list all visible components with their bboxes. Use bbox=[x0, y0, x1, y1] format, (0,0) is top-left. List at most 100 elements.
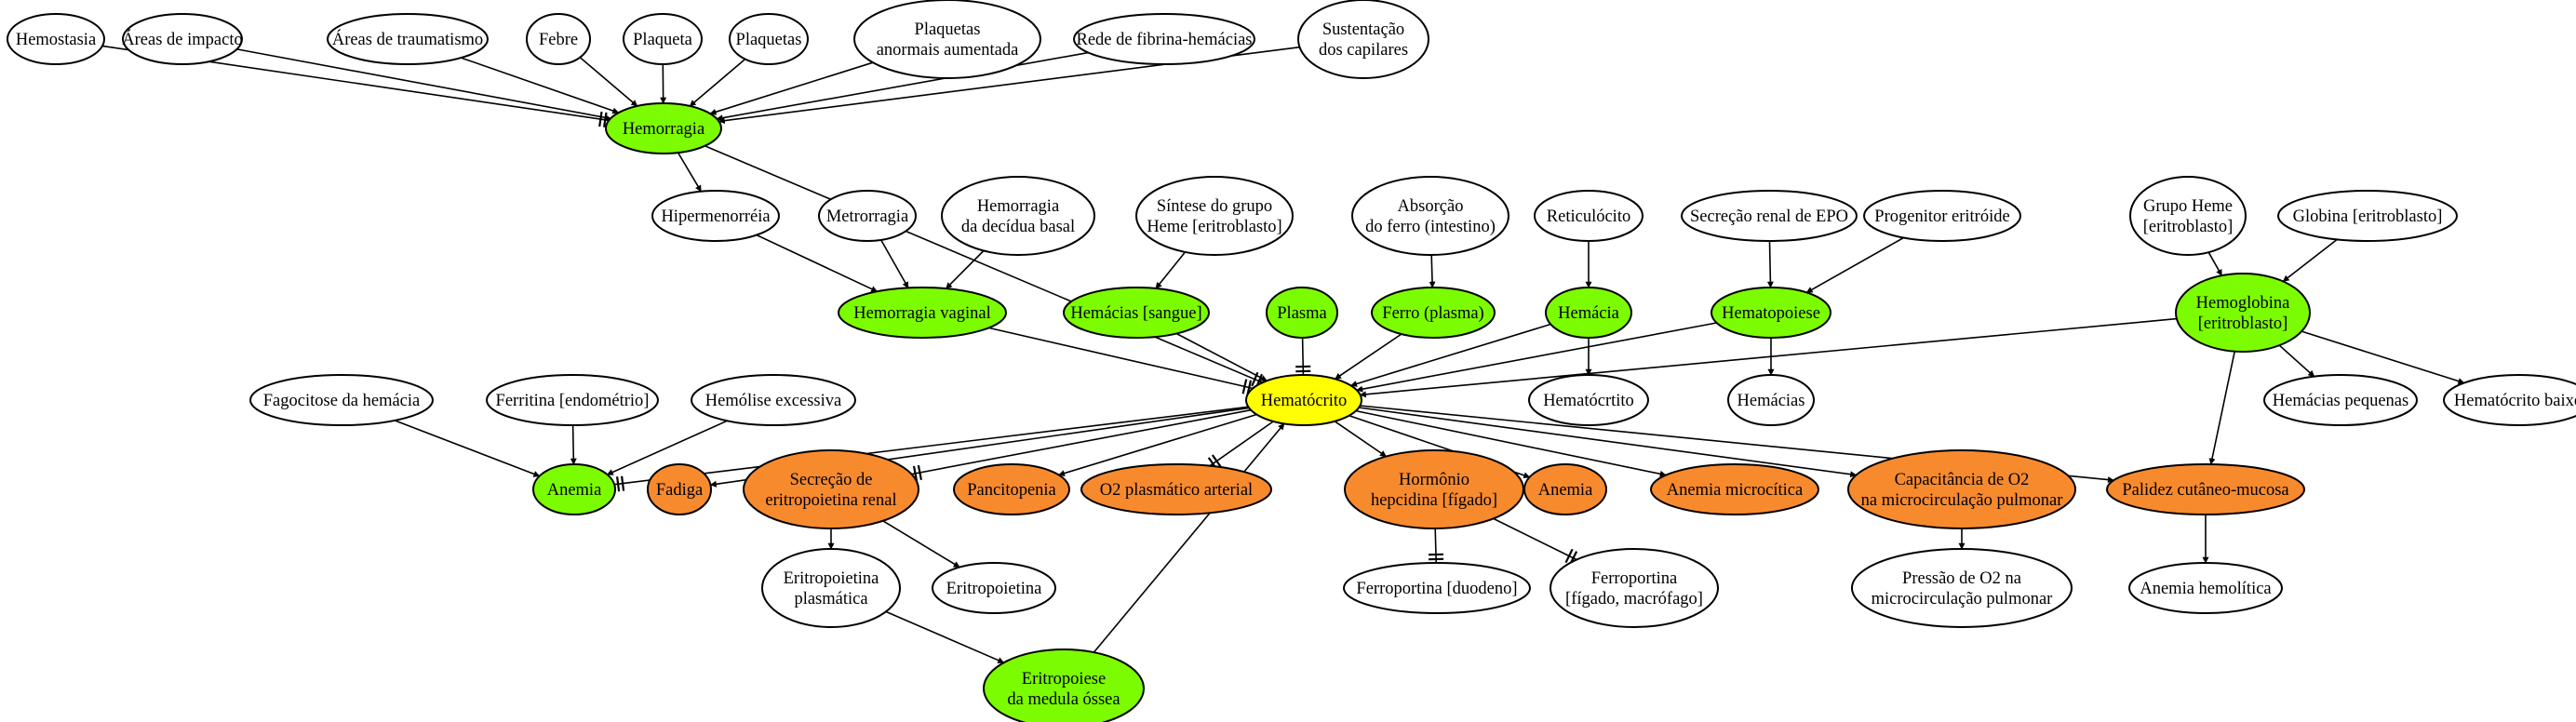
edge-line bbox=[606, 420, 728, 475]
node-label: Hematócrtito bbox=[1543, 392, 1634, 410]
edge-areas_trauma-to-hemorragia bbox=[461, 57, 620, 114]
node-shape bbox=[983, 648, 1145, 722]
node-hemostasia: Hemostasia bbox=[7, 13, 105, 65]
edge-line bbox=[579, 57, 638, 107]
edge-absorcao_ferro-to-ferro_plasma bbox=[1429, 254, 1436, 288]
node-shape bbox=[1371, 287, 1496, 339]
node-shape bbox=[2128, 562, 2283, 614]
edge-sintese_heme-to-hemacias_sangue bbox=[1155, 251, 1187, 289]
node-hemorragia: Hemorragia bbox=[605, 102, 722, 154]
node-shape bbox=[1863, 190, 2021, 242]
node-shape bbox=[1297, 0, 1429, 79]
inhibition-marker bbox=[1241, 379, 1248, 394]
edge-line bbox=[709, 61, 874, 115]
node-label: Eritropoietina bbox=[784, 569, 879, 588]
node-label: [fígado, macrófago] bbox=[1565, 590, 1703, 608]
edge-line bbox=[880, 239, 909, 289]
node-shape bbox=[761, 548, 901, 628]
node-shape bbox=[932, 562, 1056, 614]
edge-line bbox=[2207, 251, 2223, 276]
node-hematocrtito: Hematócrtito bbox=[1528, 374, 1649, 426]
edge-hemoglobina-to-hemacias_peq bbox=[2278, 344, 2315, 378]
node-globina: Globina [eritroblasto] bbox=[2277, 190, 2458, 242]
edge-globina-to-hemoglobina bbox=[2282, 238, 2338, 283]
node-label: Anemia microcítica bbox=[1667, 481, 1803, 500]
node-ferroportina_duod: Ferroportina [duodeno] bbox=[1343, 562, 1531, 614]
edge-line bbox=[1334, 421, 1387, 458]
node-ferritina: Ferritina [endométrio] bbox=[486, 374, 659, 426]
edge-line bbox=[394, 420, 541, 477]
node-label: Fagocitose da hemácia bbox=[263, 392, 421, 410]
edge-hipermenorreia-to-hem_vaginal bbox=[756, 234, 879, 293]
node-label: Globina [eritroblasto] bbox=[2293, 207, 2443, 226]
edge-line bbox=[1359, 407, 1858, 478]
node-shape bbox=[743, 449, 919, 529]
node-label: Ferroportina [duodeno] bbox=[1356, 580, 1517, 598]
edge-line bbox=[461, 57, 620, 114]
node-shape bbox=[327, 13, 489, 65]
edge-line bbox=[1209, 421, 1274, 467]
edge-ferro_plasma-to-hematocrito bbox=[1335, 333, 1402, 380]
node-ferro_plasma: Ferro (plasma) bbox=[1371, 287, 1496, 339]
node-shape bbox=[7, 13, 105, 65]
edge-line bbox=[2278, 344, 2315, 378]
edge-line bbox=[756, 234, 879, 293]
node-shape bbox=[818, 190, 917, 242]
node-label: Febre bbox=[539, 31, 578, 49]
node-hematocrito: Hematócrito bbox=[1245, 374, 1362, 426]
node-hematocrito_baixo: Hematócrito baixo bbox=[2443, 374, 2576, 426]
edge-line bbox=[1335, 333, 1402, 380]
node-shape bbox=[1344, 449, 1524, 529]
edge-line bbox=[704, 145, 1263, 383]
node-label: Hemácias pequenas bbox=[2273, 392, 2408, 410]
node-label: Palidez cutâneo-mucosa bbox=[2122, 481, 2288, 500]
edge-plasma-to-hematocrito bbox=[1295, 337, 1311, 376]
edge-secrecao_epo-to-hematopoiese bbox=[1766, 240, 1774, 288]
node-palidez: Palidez cutâneo-mucosa bbox=[2106, 463, 2305, 515]
node-shape bbox=[2129, 176, 2247, 256]
edge-eritro_plasmatica-to-eritropoiese_medula bbox=[885, 610, 1005, 663]
node-label: Hemoglobina bbox=[2196, 294, 2290, 313]
node-label: Hemácia bbox=[1558, 304, 1619, 323]
node-label: hepcidina [fígado] bbox=[1371, 491, 1497, 510]
node-shape bbox=[729, 13, 809, 65]
node-febre: Febre bbox=[526, 13, 591, 65]
node-label: Ferritina [endométrio] bbox=[496, 392, 650, 410]
node-label: Ferro (plasma) bbox=[1382, 304, 1483, 323]
edge-line bbox=[2282, 238, 2338, 283]
node-shape bbox=[853, 0, 1041, 79]
edge-line bbox=[1766, 240, 1774, 288]
node-label: Metrorragia bbox=[826, 207, 908, 226]
node-shape bbox=[2277, 190, 2458, 242]
inhibition-marker bbox=[621, 475, 625, 491]
edge-hemolise-to-anemia_green bbox=[606, 420, 728, 475]
node-anemia_hemolitica: Anemia hemolítica bbox=[2128, 562, 2283, 614]
node-label: Anemia bbox=[1538, 481, 1593, 500]
node-label: Plaqueta bbox=[633, 31, 692, 49]
edge-hepcidina-to-ferroportina_fig bbox=[1493, 517, 1578, 566]
node-label: Hemácias bbox=[1737, 392, 1805, 410]
edge-hematocrito-to-capacitancia bbox=[1359, 407, 1858, 478]
node-shape bbox=[651, 190, 780, 242]
node-shape bbox=[1847, 449, 2076, 529]
node-fagocitose: Fagocitose da hemácia bbox=[249, 374, 434, 426]
inhibition-marker bbox=[917, 464, 922, 481]
edge-areas_impacto-to-hemorragia bbox=[236, 48, 611, 121]
node-shape bbox=[1681, 190, 1858, 242]
edge-line bbox=[1434, 528, 1437, 564]
node-label: Eritropoiese bbox=[1022, 670, 1106, 689]
edge-line bbox=[2301, 330, 2465, 384]
node-label: Sustentação bbox=[1322, 20, 1404, 39]
node-plasma: Plasma bbox=[1266, 287, 1338, 339]
node-shape bbox=[1528, 374, 1649, 426]
node-anemia_orange: Anemia bbox=[1523, 463, 1607, 515]
node-label: Hormônio bbox=[1399, 471, 1469, 489]
node-label: Capacitância de O2 bbox=[1895, 471, 2030, 489]
node-shape bbox=[1343, 562, 1531, 614]
edge-eritropoiese_medula-to-hematocrito bbox=[1093, 422, 1285, 653]
node-shape bbox=[623, 13, 703, 65]
node-shape bbox=[2263, 374, 2418, 426]
